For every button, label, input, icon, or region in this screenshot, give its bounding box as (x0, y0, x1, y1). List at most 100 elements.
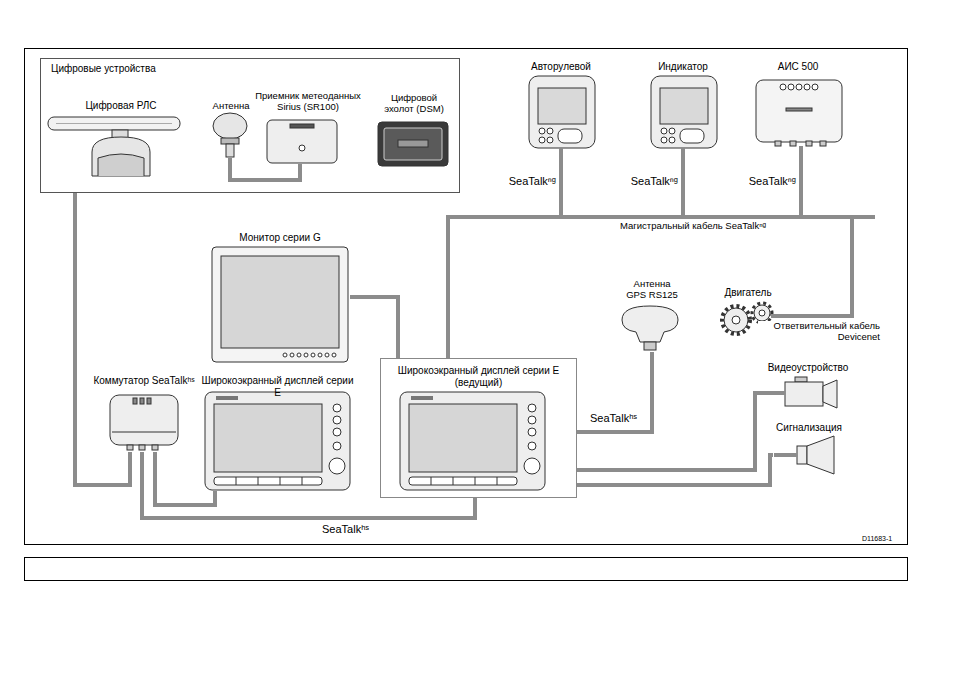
ais-picture (786, 108, 812, 111)
cable-line (448, 148, 561, 358)
device-node: Монитор серии G (210, 232, 350, 363)
gps-picture (622, 306, 678, 342)
engine-gears (754, 305, 770, 321)
group-box: Цифровые устройстваЦифровая РЛС АнтеннаПр… (40, 58, 460, 193)
cable-line (155, 452, 215, 505)
node-label: Цифровые устройства (51, 63, 156, 75)
switch-picture (152, 445, 158, 450)
node-label: Приемник метеоданных Sirius (SR100) (254, 91, 362, 113)
node-label: Монитор серии G (239, 232, 320, 244)
monitor-picture (325, 353, 329, 357)
cable-label: SeaTalkⁿᵍ (631, 175, 678, 188)
node-label: Коммутатор SeaTalkʰˢ (93, 375, 194, 387)
engine-gears (724, 308, 748, 332)
figure-code: D11683-1 (862, 535, 892, 543)
node-label: АИС 500 (778, 61, 819, 73)
switch-picture (110, 395, 178, 450)
cable-stub (852, 215, 875, 219)
device-node: Антенна GPS RS125 (614, 279, 690, 352)
frame (25, 558, 908, 581)
node-label: Широкоэкранный дисплей серии E (197, 375, 358, 398)
frame (25, 49, 908, 545)
sounder-picture (398, 140, 428, 147)
ais-picture (780, 84, 786, 90)
camera-picture (823, 380, 837, 408)
device-node: Приемник метеоданных Sirius (SR100) (251, 91, 365, 164)
switch-picture (147, 398, 151, 404)
ais-picture (790, 141, 796, 146)
engine-gears (759, 310, 765, 316)
node-label: Цифровой эхолот (DSM) (378, 93, 450, 115)
speaker-picture (797, 436, 834, 474)
ais-picture (804, 84, 810, 90)
node-label: Сигнализация (776, 422, 842, 434)
antenna-picture (213, 113, 247, 139)
ais-picture (756, 80, 842, 146)
node-label: Видеоустройство (768, 362, 849, 374)
device-node: Антенна (206, 101, 256, 158)
cable-line (230, 158, 300, 180)
camera-picture (785, 377, 837, 408)
cable-line (577, 455, 773, 485)
engine-gears (722, 306, 750, 334)
antenna-picture (221, 138, 239, 144)
cable-line (75, 193, 130, 485)
engine-gears (752, 303, 772, 323)
node-label: Антенна GPS RS125 (623, 279, 681, 301)
node-label: Цифровая РЛС (85, 100, 156, 112)
cable-label: SeaTalkⁿᵍ (509, 175, 556, 188)
radar-picture (48, 117, 180, 176)
device-node: АИС 500 (752, 61, 844, 146)
frame (25, 49, 908, 581)
monitor-picture (221, 256, 339, 348)
ais-picture (788, 84, 794, 90)
monitor-picture (311, 353, 315, 357)
antenna-picture (213, 113, 247, 157)
cable-line (448, 148, 683, 358)
monitor-picture (290, 353, 294, 357)
node-label: Широкоэкранный дисплей серии E (ведущий) (389, 365, 569, 388)
switch-picture (133, 398, 137, 404)
monitor-picture (212, 247, 348, 362)
switch-picture (112, 432, 176, 433)
sounder-picture (384, 128, 442, 160)
cable-line (577, 352, 652, 432)
cable-line (448, 146, 801, 358)
radar-picture (98, 154, 144, 176)
radar-picture (48, 117, 180, 130)
display-picture (205, 392, 350, 490)
cable-label: SeaTalkⁿᵍ (749, 175, 796, 188)
ais-picture (820, 141, 826, 146)
cable-line (350, 297, 398, 358)
sounder-picture (378, 122, 448, 166)
gps-picture (622, 306, 678, 350)
device-node: Видеоустройство (764, 362, 852, 412)
monitor-picture (304, 353, 308, 357)
switch-picture (127, 445, 133, 450)
device-node: Цифровой эхолот (DSM) (373, 93, 455, 167)
node-label: Индикатор (658, 61, 708, 73)
cable-stub (774, 453, 797, 457)
cable-label: SeaTalkʰˢ (590, 412, 637, 425)
node-label: Двигатель (724, 287, 771, 299)
monitor-picture (283, 353, 287, 357)
camera-picture (785, 382, 823, 406)
switch-picture (139, 445, 145, 450)
group-box: Широкоэкранный дисплей серии E (ведущий) (380, 358, 577, 498)
ais-picture (796, 84, 802, 90)
monitor-picture (212, 247, 348, 362)
monitor-picture (318, 353, 322, 357)
camera-picture (795, 377, 807, 382)
receiver-picture (267, 120, 337, 163)
cable-line (577, 393, 764, 470)
speaker-picture (807, 436, 834, 474)
node-label: Авторулевой (531, 61, 591, 73)
autopilot-picture (529, 76, 595, 148)
radar-picture (92, 137, 150, 176)
ais-picture (775, 141, 781, 146)
device-node: Широкоэкранный дисплей серии E (197, 375, 358, 491)
monitor-picture (332, 353, 336, 357)
cable-line (142, 452, 475, 518)
receiver-picture (299, 145, 305, 151)
